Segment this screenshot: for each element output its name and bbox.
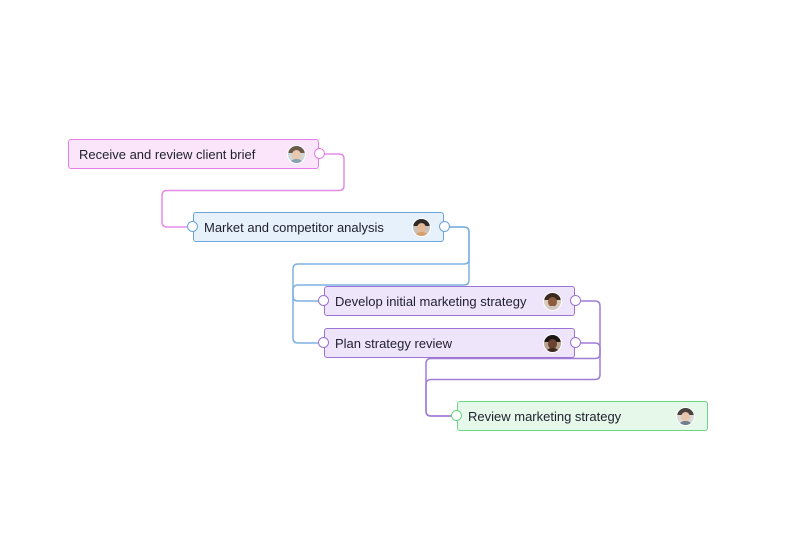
task-label: Review marketing strategy — [468, 408, 622, 424]
task-develop-initial-marketing-strategy[interactable]: Develop initial marketing strategy — [318, 286, 581, 316]
task-label: Market and competitor analysis — [204, 219, 384, 235]
input-port-icon[interactable] — [318, 337, 329, 348]
task-plan-strategy-review[interactable]: Plan strategy review — [318, 328, 581, 358]
task-label: Plan strategy review — [335, 335, 453, 351]
assignee-avatar-icon[interactable] — [544, 335, 561, 352]
assignee-avatar-icon[interactable] — [544, 293, 561, 310]
input-port-icon[interactable] — [451, 410, 462, 421]
output-port-icon[interactable] — [439, 221, 450, 232]
task-receive-review-client-brief[interactable]: Receive and review client brief — [68, 139, 325, 169]
assignee-avatar-icon[interactable] — [677, 408, 694, 425]
task-review-marketing-strategy[interactable]: Review marketing strategy — [451, 401, 708, 431]
assignee-avatar-icon[interactable] — [288, 146, 305, 163]
output-port-icon[interactable] — [314, 148, 325, 159]
connector-t3-to-t5[interactable] — [425, 300, 601, 417]
input-port-icon[interactable] — [187, 221, 198, 232]
output-port-icon[interactable] — [570, 295, 581, 306]
output-port-icon[interactable] — [570, 337, 581, 348]
connector-t4-to-t5[interactable] — [425, 342, 601, 417]
connector-t1-to-t2[interactable] — [161, 153, 345, 228]
assignee-avatar-icon[interactable] — [413, 219, 430, 236]
connector-t2-to-t4[interactable] — [292, 226, 470, 344]
task-label: Receive and review client brief — [79, 146, 256, 162]
task-market-competitor-analysis[interactable]: Market and competitor analysis — [187, 212, 450, 242]
task-label: Develop initial marketing strategy — [335, 293, 527, 309]
input-port-icon[interactable] — [318, 295, 329, 306]
